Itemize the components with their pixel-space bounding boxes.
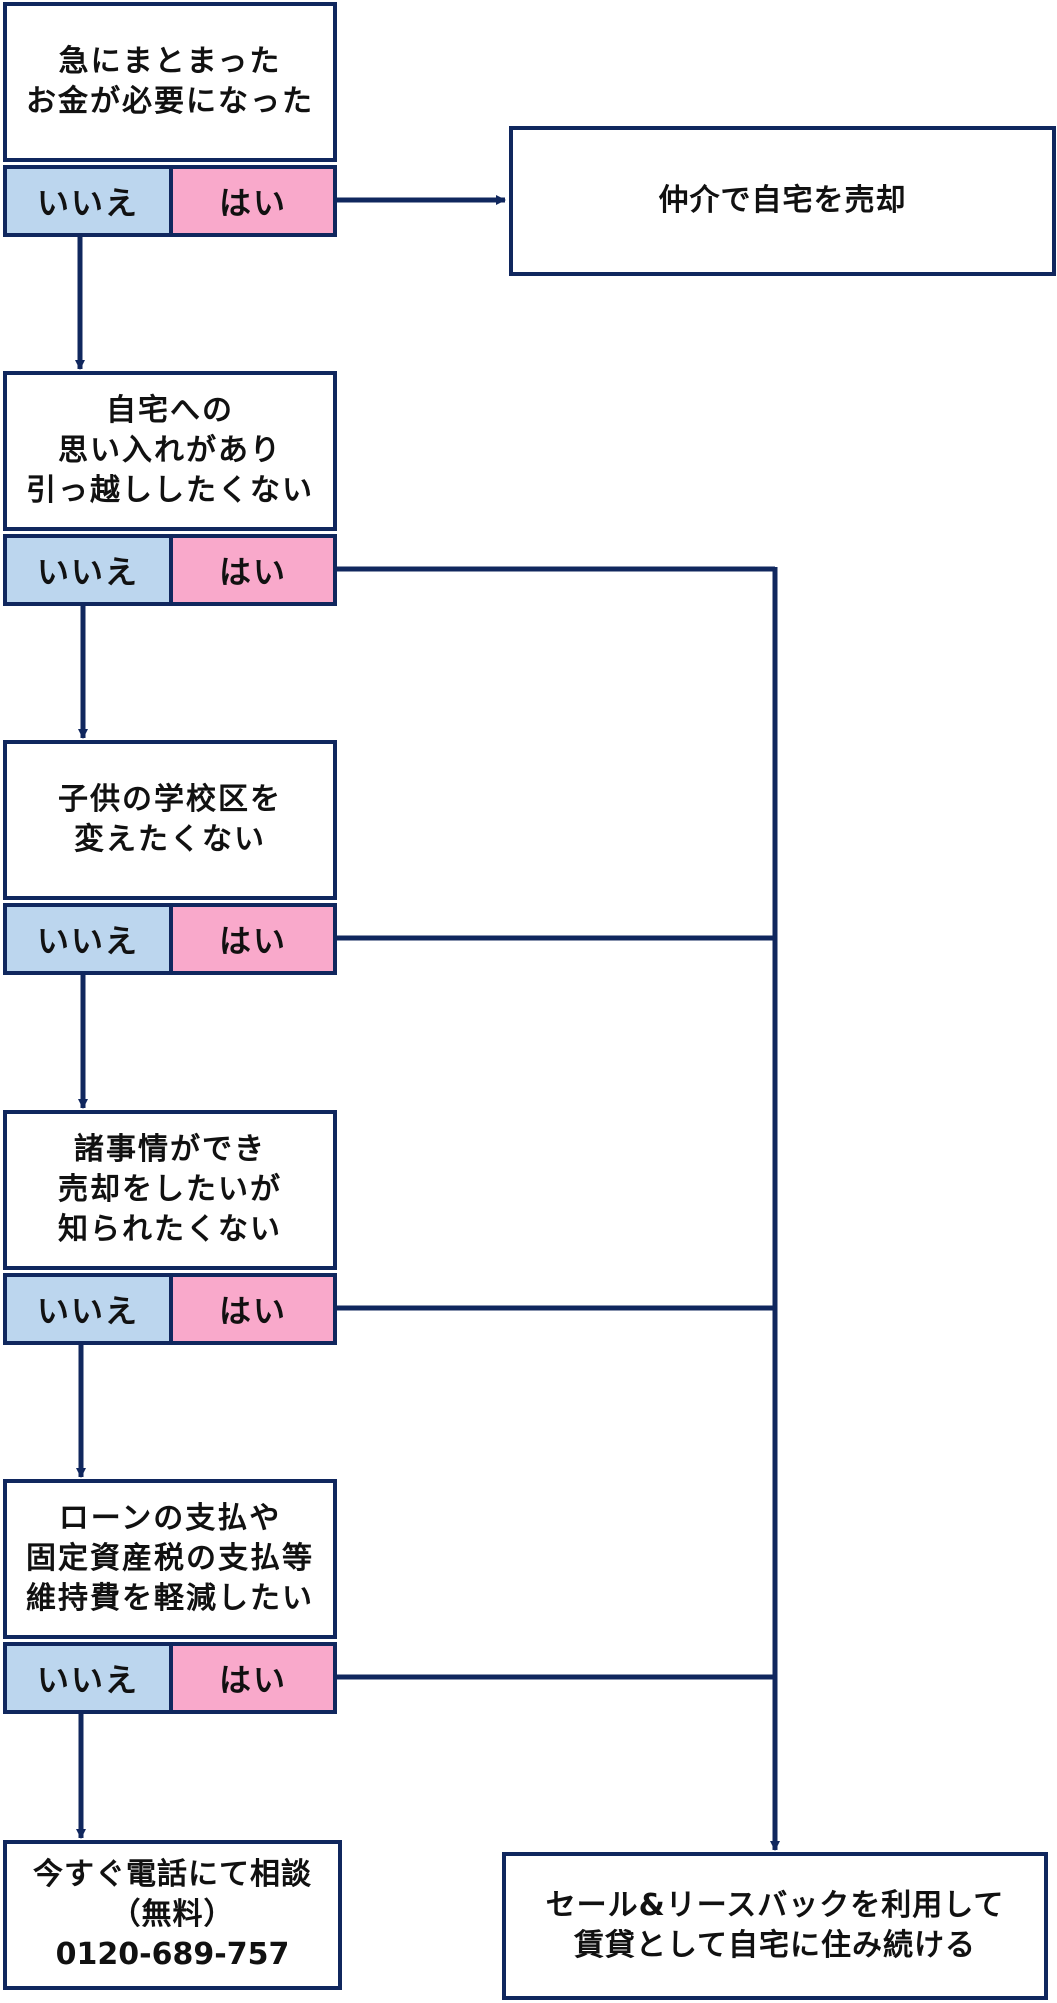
answer-yes-5: はい: [169, 1642, 337, 1714]
answer-yes-1: はい: [169, 165, 337, 237]
question-box-4: 諸事情ができ 売却をしたいが 知られたくない: [3, 1110, 337, 1270]
question-text: 自宅への 思い入れがあり 引っ越ししたくない: [26, 393, 314, 508]
question-text: 子供の学校区を 変えたくない: [58, 782, 282, 857]
question-box-3: 子供の学校区を 変えたくない: [3, 740, 337, 900]
result-consult-phone: 今すぐ電話にて相談 （無料） 0120-689-757: [3, 1840, 342, 1990]
question-text: 諸事情ができ 売却をしたいが 知られたくない: [58, 1132, 282, 1247]
result-sell-via-agent: 仲介で自宅を売却: [509, 126, 1056, 276]
question-box-2: 自宅への 思い入れがあり 引っ越ししたくない: [3, 371, 337, 531]
answer-yes-3: はい: [169, 903, 337, 975]
answer-no-4: いいえ: [3, 1273, 173, 1345]
consult-line2: （無料）: [110, 1897, 235, 1932]
consult-phone-number: 0120-689-757: [55, 1937, 290, 1972]
consult-line1: 今すぐ電話にて相談: [33, 1857, 312, 1892]
question-text: ローンの支払や 固定資産税の支払等 維持費を軽減したい: [26, 1501, 314, 1616]
answer-no-1: いいえ: [3, 165, 173, 237]
answer-yes-2: はい: [169, 534, 337, 606]
result-leaseback-text: セール&リースバックを利用して 賃貸として自宅に住み続ける: [545, 1888, 1005, 1963]
answer-no-5: いいえ: [3, 1642, 173, 1714]
answer-no-2: いいえ: [3, 534, 173, 606]
question-box-5: ローンの支払や 固定資産税の支払等 維持費を軽減したい: [3, 1479, 337, 1639]
answer-yes-4: はい: [169, 1273, 337, 1345]
result-sell-via-agent-text: 仲介で自宅を売却: [658, 183, 907, 218]
result-leaseback: セール&リースバックを利用して 賃貸として自宅に住み続ける: [502, 1852, 1048, 2000]
answer-no-3: いいえ: [3, 903, 173, 975]
question-box-1: 急にまとまった お金が必要になった: [3, 2, 337, 162]
question-text: 急にまとまった お金が必要になった: [26, 44, 314, 119]
